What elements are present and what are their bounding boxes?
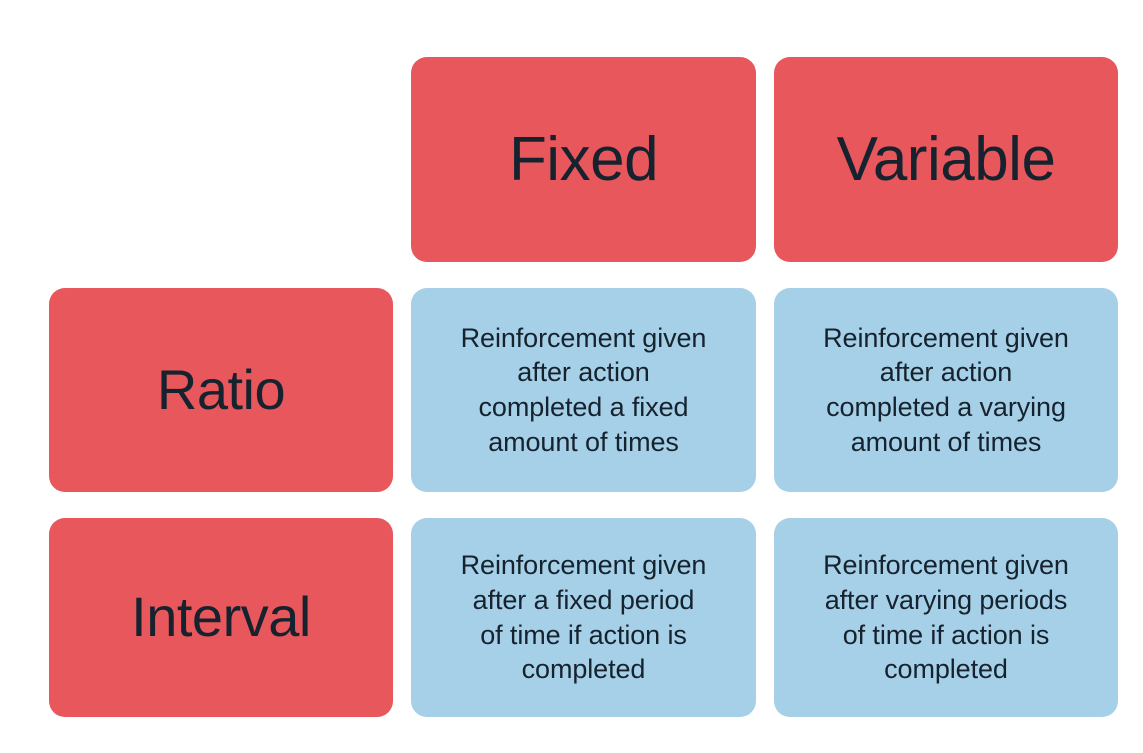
- column-header-variable: Variable: [774, 57, 1118, 262]
- matrix-grid: Fixed Variable Ratio Reinforcement given…: [49, 57, 1119, 717]
- column-header-variable-label: Variable: [836, 124, 1056, 194]
- row-header-ratio-label: Ratio: [156, 357, 286, 421]
- cell-text-line: completed a varying: [826, 392, 1066, 422]
- cell-text-line: after action: [879, 357, 1013, 388]
- row-header-interval: Interval: [49, 518, 393, 717]
- cell-text-line: Reinforcement given: [823, 550, 1069, 581]
- cell-text-line: after action: [517, 357, 650, 388]
- cell-variable-interval-text: Reinforcement given after varying period…: [805, 548, 1087, 686]
- column-header-fixed: Fixed: [411, 57, 756, 262]
- cell-text-line: Reinforcement given: [823, 322, 1069, 353]
- cell-text-line: completed a fixed: [478, 392, 689, 422]
- row-header-interval-label: Interval: [131, 585, 311, 649]
- cell-text-line: amount of times: [850, 426, 1042, 457]
- cell-text-line: of time if action is: [842, 619, 1050, 650]
- row-header-ratio: Ratio: [49, 288, 393, 492]
- cell-text-line: completed: [521, 654, 646, 685]
- cell-fixed-ratio-text: Reinforcement given after action complet…: [443, 321, 725, 459]
- cell-variable-ratio-text: Reinforcement given after action complet…: [805, 321, 1087, 459]
- column-header-fixed-label: Fixed: [508, 124, 659, 194]
- cell-variable-interval: Reinforcement given after varying period…: [774, 518, 1118, 717]
- cell-fixed-interval: Reinforcement given after a fixed period…: [411, 518, 756, 717]
- cell-text-line: completed: [884, 654, 1008, 685]
- cell-text-line: Reinforcement given: [460, 550, 707, 581]
- cell-variable-ratio: Reinforcement given after action complet…: [774, 288, 1118, 492]
- cell-text-line: of time if action is: [480, 619, 687, 650]
- cell-text-line: after a fixed period: [472, 584, 695, 615]
- cell-fixed-interval-text: Reinforcement given after a fixed period…: [443, 548, 725, 686]
- cell-fixed-ratio: Reinforcement given after action complet…: [411, 288, 756, 492]
- cell-text-line: amount of times: [488, 426, 679, 457]
- cell-text-line: after varying periods: [824, 584, 1068, 615]
- corner-cell: [49, 57, 393, 262]
- cell-text-line: Reinforcement given: [460, 322, 707, 353]
